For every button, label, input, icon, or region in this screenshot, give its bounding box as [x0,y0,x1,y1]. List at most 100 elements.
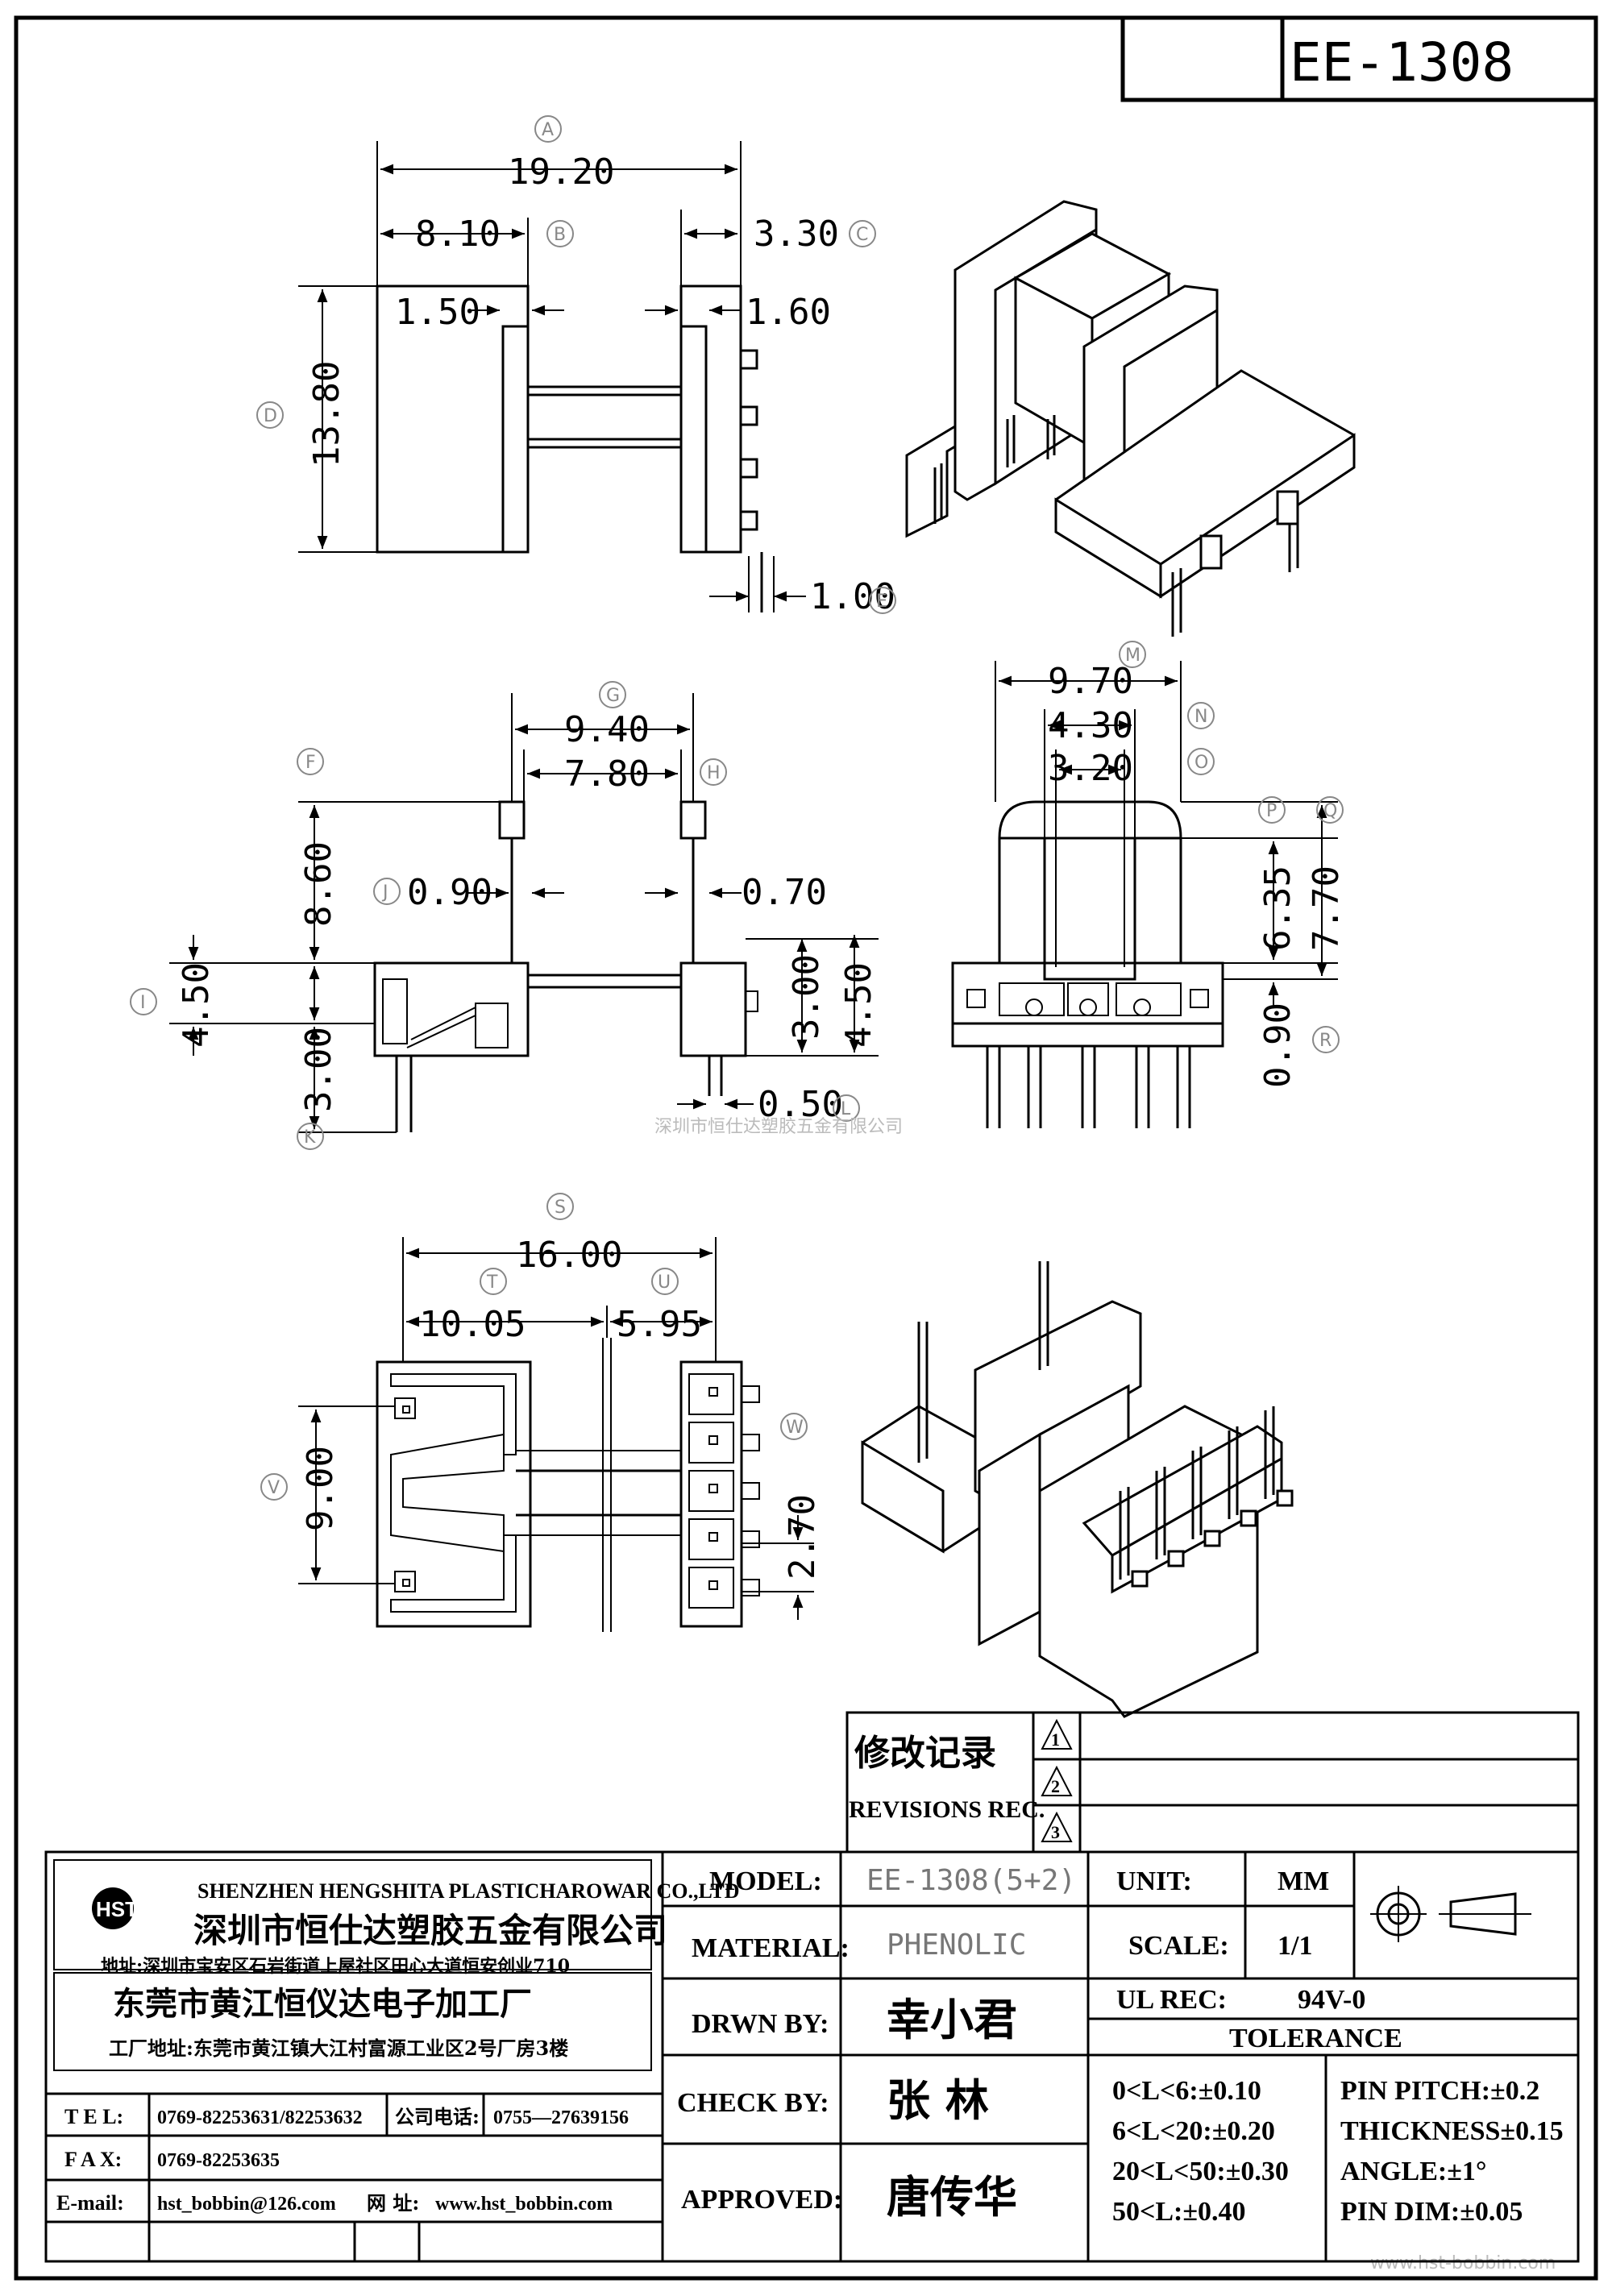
drawing-title: EE-1308 [1290,31,1514,93]
svg-text:U: U [658,1273,671,1293]
tel2-value: 0755—27639156 [493,2107,629,2128]
view-top: 16.00 10.05 5.95 9.00 2.70 S T U V W [260,1193,823,1632]
dim-k: 3.00 [298,1027,339,1112]
svg-text:N: N [1194,707,1207,727]
svg-text:S: S [555,1198,566,1218]
ul-value: 94V-0 [1298,1985,1365,2015]
view-end: 9.70 4.30 3.20 6.35 7.70 0.90 M N O P Q … [951,641,1347,1128]
dim-r45: 4.50 [838,962,879,1048]
isometric-view-bottom [861,1261,1294,1718]
svg-text:I: I [140,993,146,1013]
svg-text:CHECK BY:: CHECK BY: [677,2088,829,2118]
factory-name: 东莞市黄江恒仪达电子加工厂 [113,1985,532,2023]
svg-text:E: E [876,592,887,612]
svg-text:F A X:: F A X: [64,2148,122,2171]
dim-g: 9.40 [564,709,650,750]
title-box [1120,15,1598,102]
svg-text:DRWN BY:: DRWN BY: [692,2009,829,2039]
svg-text:L: L [841,1099,851,1119]
svg-text:SCALE:: SCALE: [1128,1931,1229,1961]
svg-text:K: K [304,1127,316,1148]
dim-c2: 1.60 [746,292,831,333]
svg-text:网 址:: 网 址: [367,2191,419,2215]
svg-text:G: G [606,686,620,706]
revisions-title-en: REVISIONS REC. [849,1796,1045,1823]
svg-text:D: D [264,406,277,426]
dim-l: 0.50 [758,1084,843,1125]
svg-text:A: A [542,120,554,140]
tel-value: 0769-82253631/82253632 [157,2107,363,2128]
dim-b2: 1.50 [395,292,480,333]
tolerance-row-1: 0<L<6:±0.10 [1112,2076,1261,2106]
check-by-value: 张 林 [887,2074,989,2126]
company-address: 地址:深圳市宝安区石岩街道上屋社区田心大道恒安创业710 [101,1956,570,1977]
dim-j2: 0.70 [742,872,827,913]
tolerance-row-3: 20<L<50:±0.30 [1112,2157,1289,2186]
company-name-cn: 深圳市恒仕达塑胶五金有限公司 [193,1911,667,1950]
dim-r3: 3.00 [786,954,827,1040]
svg-text:UL REC:: UL REC: [1116,1985,1227,2015]
dim-c: 3.30 [754,214,839,255]
svg-text:公司电话:: 公司电话: [395,2105,480,2128]
svg-text:2: 2 [1051,1776,1060,1796]
svg-text:Q: Q [1323,801,1337,821]
factory-address: 工厂地址:东莞市黄江镇大江村富源工业区2号厂房3楼 [109,2037,568,2060]
dim-t: 10.05 [419,1304,526,1345]
svg-text:P: P [1266,801,1277,821]
svg-text:B: B [554,225,566,245]
svg-text:R: R [1319,1031,1332,1051]
svg-text:O: O [1194,753,1208,773]
svg-text:MATERIAL:: MATERIAL: [692,1933,850,1963]
tolerance-row-4: 50<L:±0.40 [1112,2197,1246,2227]
dim-f: 8.60 [298,841,339,927]
dim-w: 2.70 [782,1494,823,1580]
tolerance-row-2: 6<L<20:±0.20 [1112,2116,1275,2146]
tolerance-pin-pitch: PIN PITCH:±0.2 [1340,2076,1539,2106]
revisions-title-cn: 修改记录 [854,1733,996,1774]
title-block: HST SHENZHEN HENGSHITA PLASTICHAROWAR CO… [44,1850,1580,2263]
tolerance-heading: TOLERANCE [1229,2024,1402,2053]
svg-text:3: 3 [1051,1822,1060,1842]
model-value: EE-1308(5+2) [866,1864,1076,1897]
svg-text:T: T [486,1273,498,1293]
tolerance-angle: ANGLE:±1° [1340,2157,1487,2186]
svg-text:J: J [381,882,388,903]
tolerance-thickness: THICKNESS±0.15 [1340,2116,1564,2146]
watermark-company: 深圳市恒仕达塑胶五金有限公司 [654,1117,903,1137]
dim-o: 3.20 [1048,748,1133,789]
web-value: www.hst_bobbin.com [435,2194,613,2215]
revisions-table: 修改记录 REVISIONS REC. 1 2 3 [845,1711,1580,1854]
svg-text:UNIT:: UNIT: [1116,1866,1192,1896]
material-value: PHENOLIC [887,1929,1026,1962]
svg-text:H: H [707,763,721,783]
dim-j: 0.90 [407,872,492,913]
unit-value: MM [1278,1866,1329,1896]
svg-text:1: 1 [1051,1729,1060,1750]
svg-text:E-mail:: E-mail: [56,2191,124,2215]
svg-text:M: M [1125,646,1140,666]
dim-a: 19.20 [508,152,614,193]
svg-text:APPROVED:: APPROVED: [681,2185,842,2215]
sheet-border [14,15,1598,2281]
svg-text:T E L:: T E L: [64,2105,123,2128]
dim-b: 8.10 [415,214,501,255]
approved-by-value: 唐传华 [887,2171,1017,2223]
isometric-view-top [905,200,1356,637]
svg-text:F: F [305,753,316,773]
tolerance-pin-dim: PIN DIM:±0.05 [1340,2197,1523,2227]
dim-q: 7.70 [1306,866,1347,951]
scale-value: 1/1 [1278,1931,1312,1961]
dim-r: 0.90 [1257,1003,1298,1088]
company-name-en: SHENZHEN HENGSHITA PLASTICHAROWAR CO.,LT… [197,1879,740,1903]
svg-text:W: W [786,1418,804,1438]
watermark-url: www.hst-bobbin.com [1370,2253,1556,2273]
dim-v: 9.00 [300,1446,341,1531]
svg-text:C: C [856,225,868,245]
company-logo: HST [96,1897,138,1921]
dim-h: 7.80 [564,754,650,795]
dim-u: 5.95 [617,1304,702,1345]
drawn-by-value: 幸小君 [887,1994,1017,2045]
dim-n: 4.30 [1048,705,1133,746]
view-side: 9.40 7.80 0.90 0.70 0.50 8.60 4.50 3.00 … [130,681,879,1150]
